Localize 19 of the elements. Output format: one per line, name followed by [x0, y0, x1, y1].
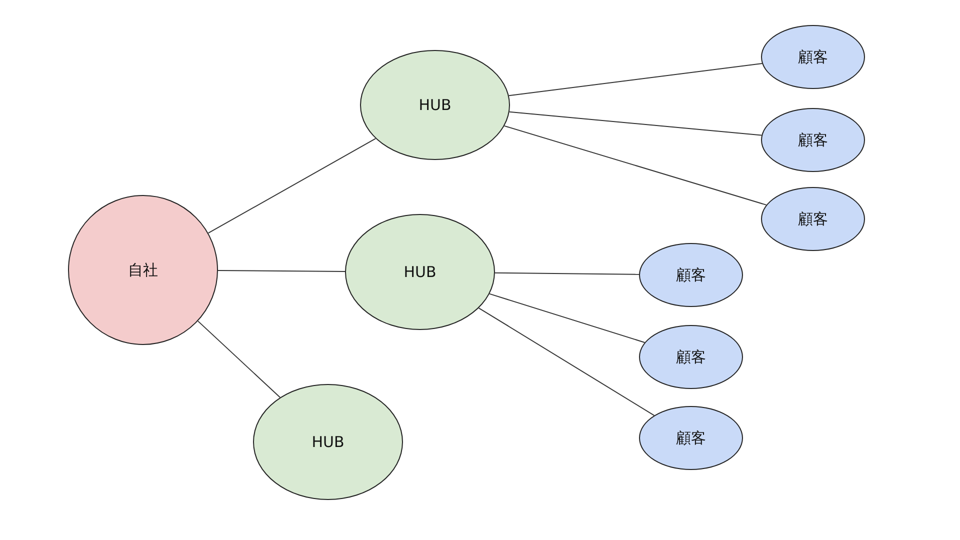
connector-line — [218, 270, 346, 272]
node-label: HUB — [418, 96, 452, 114]
node-label: 顧客 — [798, 210, 828, 228]
node-label: HUB — [312, 433, 344, 451]
node-label: 自社 — [128, 260, 158, 280]
node-label: 顧客 — [676, 266, 706, 284]
connector-line — [508, 111, 762, 136]
connector-line — [494, 272, 640, 275]
node-label: 顧客 — [676, 348, 706, 366]
connector-line — [508, 62, 763, 96]
connector-line — [208, 138, 376, 234]
node-label: 顧客 — [798, 48, 828, 66]
connector-line — [489, 293, 646, 343]
node-label: HUB — [404, 263, 436, 281]
connector-line — [504, 125, 767, 206]
connector-line — [478, 308, 655, 416]
connector-line — [197, 320, 281, 398]
node-label: 顧客 — [676, 428, 706, 448]
node-label: 顧客 — [798, 130, 828, 150]
